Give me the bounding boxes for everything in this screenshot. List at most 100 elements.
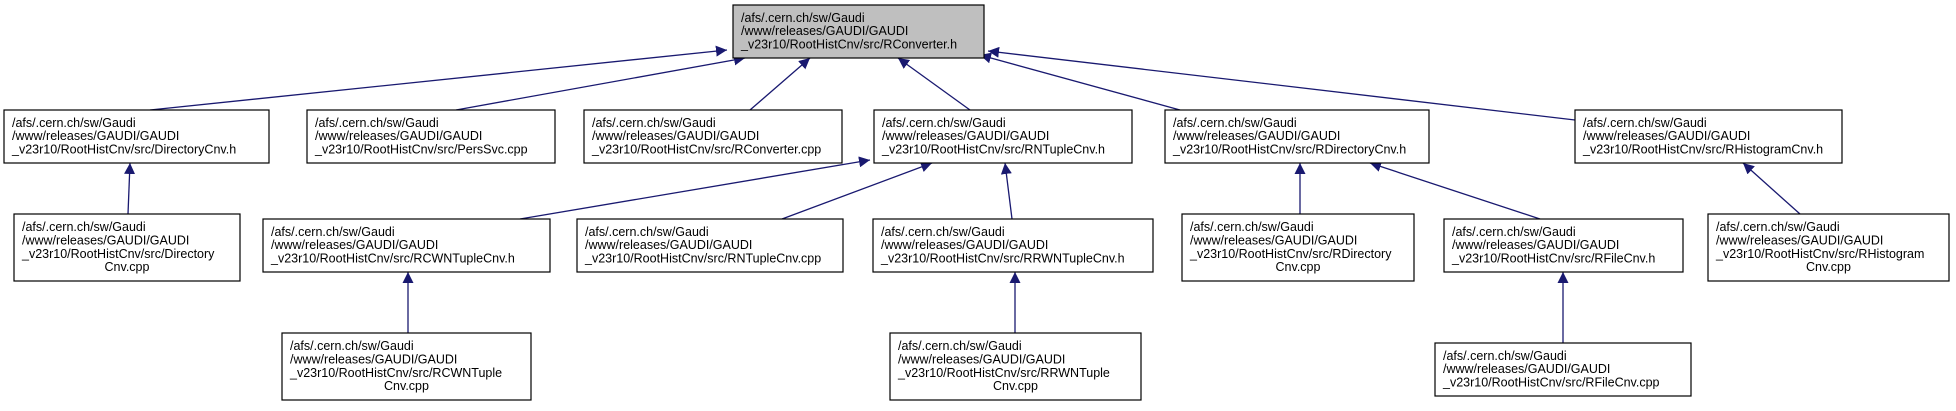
node-box [1434,342,1692,397]
node-rntuplecnv_h[interactable]: /afs/.cern.ch/sw/Gaudi/www/releases/GAUD… [873,109,1133,164]
node-label-line: /www/releases/GAUDI/GAUDI [1173,129,1340,143]
node-label-line: /afs/.cern.ch/sw/Gaudi [1173,116,1297,130]
node-rrwntuplecnv_h[interactable]: /afs/.cern.ch/sw/Gaudi/www/releases/GAUD… [872,218,1154,273]
node-box [1574,109,1843,164]
node-directorycnv_h[interactable]: /afs/.cern.ch/sw/Gaudi/www/releases/GAUD… [3,109,270,164]
node-label-line: /www/releases/GAUDI/GAUDI [271,238,438,252]
node-label-line: Cnv.cpp [1806,260,1851,274]
node-label-line: /afs/.cern.ch/sw/Gaudi [881,225,1005,239]
node-rhistogramcnv_h[interactable]: /afs/.cern.ch/sw/Gaudi/www/releases/GAUD… [1574,109,1843,164]
node-label-line: /afs/.cern.ch/sw/Gaudi [1190,220,1314,234]
node-label-line: /www/releases/GAUDI/GAUDI [585,238,752,252]
node-label-line: /www/releases/GAUDI/GAUDI [1190,234,1357,248]
node-label-line: _v23r10/RootHistCnv/src/RConverter.h [740,38,957,52]
node-label-line: /afs/.cern.ch/sw/Gaudi [592,116,716,130]
node-rfilecnv_h[interactable]: /afs/.cern.ch/sw/Gaudi/www/releases/GAUD… [1443,218,1684,273]
edge-directorycnv_h-to-rconverter_h [149,45,728,111]
node-label-line: /afs/.cern.ch/sw/Gaudi [1452,225,1576,239]
edge-perssvc_cpp-to-rconverter_h [455,54,746,111]
node-box [1164,109,1430,164]
node-box [1707,213,1950,282]
node-label-line: /www/releases/GAUDI/GAUDI [1716,234,1883,248]
edge-rfilecnv_h-to-rdirectorycnv_h [1369,161,1541,220]
node-label-line: _v23r10/RootHistCnv/src/RNTupleCnv.cpp [584,252,821,266]
node-label-line: Cnv.cpp [105,260,150,274]
node-label-line: Cnv.cpp [384,379,429,393]
node-label-line: /www/releases/GAUDI/GAUDI [12,129,179,143]
node-rfilecnv_cpp[interactable]: /afs/.cern.ch/sw/Gaudi/www/releases/GAUD… [1434,342,1692,397]
node-label-line: /www/releases/GAUDI/GAUDI [315,129,482,143]
node-label-line: Cnv.cpp [1276,260,1321,274]
node-label-line: _v23r10/RootHistCnv/src/RCWNTuple [289,366,502,380]
node-box [1443,218,1684,273]
node-directorycnv_cpp[interactable]: /afs/.cern.ch/sw/Gaudi/www/releases/GAUD… [13,213,241,282]
node-label-line: _v23r10/RootHistCnv/src/RHistogramCnv.h [1582,142,1823,156]
node-label-line: /afs/.cern.ch/sw/Gaudi [1443,349,1567,363]
node-perssvc_cpp[interactable]: /afs/.cern.ch/sw/Gaudi/www/releases/GAUD… [306,109,556,164]
node-box [872,218,1154,273]
node-rntuplecnv_cpp[interactable]: /afs/.cern.ch/sw/Gaudi/www/releases/GAUD… [576,218,844,273]
node-box [583,109,843,164]
node-label-line: _v23r10/RootHistCnv/src/PersSvc.cpp [314,142,528,156]
node-box [1181,213,1415,282]
node-label-line: _v23r10/RootHistCnv/src/RRWNTupleCnv.h [880,252,1125,266]
node-box [262,218,551,273]
edge-rcwntuplecnv_h-to-rntuplecnv_h [519,156,871,220]
node-label-line: /www/releases/GAUDI/GAUDI [898,353,1065,367]
edge-rhistogramcnv_h-to-rconverter_h [987,46,1576,121]
edge-rdirectorycnv_h-to-rconverter_h [979,52,1181,111]
node-box [576,218,844,273]
node-label-line: /www/releases/GAUDI/GAUDI [881,238,1048,252]
node-label-line: /www/releases/GAUDI/GAUDI [1452,238,1619,252]
node-label-line: /afs/.cern.ch/sw/Gaudi [12,116,136,130]
node-label-line: /www/releases/GAUDI/GAUDI [882,129,1049,143]
node-label-line: _v23r10/RootHistCnv/src/RFileCnv.cpp [1442,376,1660,390]
node-label-line: _v23r10/RootHistCnv/src/RHistogram [1715,247,1924,261]
node-label-line: _v23r10/RootHistCnv/src/RDirectory [1189,247,1392,261]
node-label-line: /afs/.cern.ch/sw/Gaudi [741,11,865,25]
edge-rntuplecnv_h-to-rconverter_h [897,57,971,111]
node-label-line: /www/releases/GAUDI/GAUDI [741,24,908,38]
node-rdirectorycnv_h[interactable]: /afs/.cern.ch/sw/Gaudi/www/releases/GAUD… [1164,109,1430,164]
node-rrwntuplecnv_cpp[interactable]: /afs/.cern.ch/sw/Gaudi/www/releases/GAUD… [889,332,1142,401]
node-rconverter_cpp[interactable]: /afs/.cern.ch/sw/Gaudi/www/releases/GAUD… [583,109,843,164]
node-box [281,332,532,401]
edges-layer [124,45,1801,343]
node-label-line: _v23r10/RootHistCnv/src/RConverter.cpp [591,142,821,156]
node-rcwntuplecnv_cpp[interactable]: /afs/.cern.ch/sw/Gaudi/www/releases/GAUD… [281,332,532,401]
node-label-line: /afs/.cern.ch/sw/Gaudi [1716,220,1840,234]
node-label-line: /afs/.cern.ch/sw/Gaudi [882,116,1006,130]
node-label-line: Cnv.cpp [993,379,1038,393]
node-label-line: /afs/.cern.ch/sw/Gaudi [271,225,395,239]
node-label-line: /www/releases/GAUDI/GAUDI [592,129,759,143]
node-label-line: /www/releases/GAUDI/GAUDI [290,353,457,367]
node-label-line: _v23r10/RootHistCnv/src/DirectoryCnv.h [11,142,236,156]
node-box [732,4,985,59]
node-label-line: /afs/.cern.ch/sw/Gaudi [585,225,709,239]
node-label-line: /www/releases/GAUDI/GAUDI [1583,129,1750,143]
node-box [889,332,1142,401]
node-label-line: _v23r10/RootHistCnv/src/RFileCnv.h [1451,252,1655,266]
nodes-layer: /afs/.cern.ch/sw/Gaudi/www/releases/GAUD… [3,4,1950,401]
node-label-line: _v23r10/RootHistCnv/src/Directory [21,247,215,261]
edge-rconverter_cpp-to-rconverter_h [749,57,811,111]
node-label-line: /www/releases/GAUDI/GAUDI [22,234,189,248]
node-box [3,109,270,164]
edge-rrwntuplecnv_h-to-rntuplecnv_h [1000,162,1013,220]
node-label-line: /afs/.cern.ch/sw/Gaudi [898,339,1022,353]
node-box [306,109,556,164]
edge-rhistogramcnv_cpp-to-rhistogramcnv_h [1742,162,1801,215]
node-rconverter_h[interactable]: /afs/.cern.ch/sw/Gaudi/www/releases/GAUD… [732,4,985,59]
node-label-line: /afs/.cern.ch/sw/Gaudi [290,339,414,353]
node-label-line: /afs/.cern.ch/sw/Gaudi [315,116,439,130]
edge-rntuplecnv_cpp-to-rntuplecnv_h [781,161,933,220]
node-box [13,213,241,282]
node-rcwntuplecnv_h[interactable]: /afs/.cern.ch/sw/Gaudi/www/releases/GAUD… [262,218,551,273]
node-label-line: _v23r10/RootHistCnv/src/RRWNTuple [897,366,1110,380]
node-label-line: /www/releases/GAUDI/GAUDI [1443,362,1610,376]
node-label-line: _v23r10/RootHistCnv/src/RCWNTupleCnv.h [270,252,515,266]
node-rhistogramcnv_cpp[interactable]: /afs/.cern.ch/sw/Gaudi/www/releases/GAUD… [1707,213,1950,282]
node-rdirectorycnv_cpp[interactable]: /afs/.cern.ch/sw/Gaudi/www/releases/GAUD… [1181,213,1415,282]
node-label-line: _v23r10/RootHistCnv/src/RNTupleCnv.h [881,142,1105,156]
